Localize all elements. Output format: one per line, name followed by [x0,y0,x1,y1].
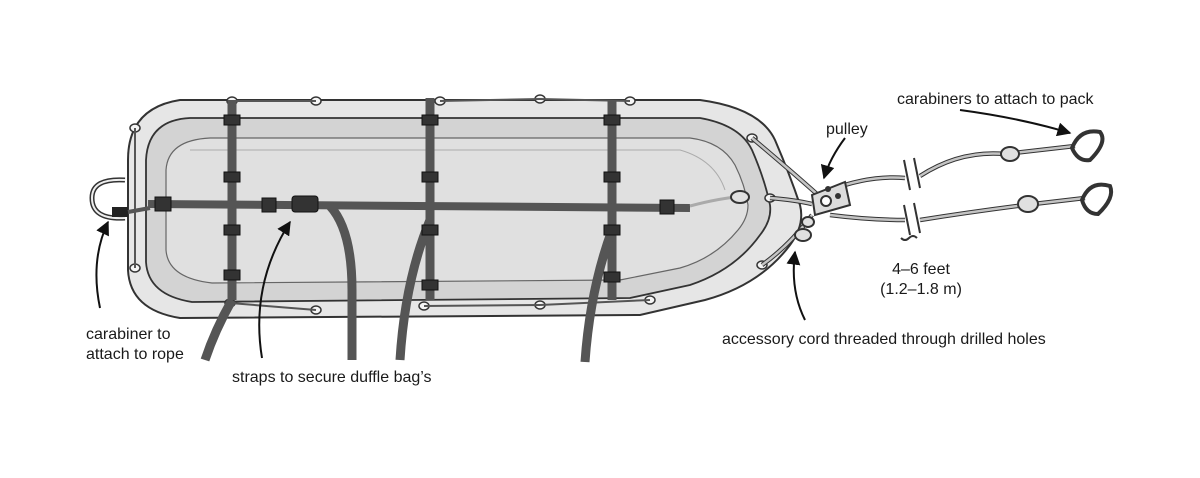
leader-carabiner-rope [95,220,109,309]
strap-right [580,100,621,363]
front-carabiner-icon [89,177,151,221]
strap-horizontal [147,195,691,360]
strap-middle [395,98,439,361]
leader-straps [258,220,291,359]
label-carabiner-rope-line1: carabiner to [86,326,171,343]
leader-accessory-cord [786,250,806,321]
label-carabiners-pack: carabiners to attach to pack [897,91,1094,108]
label-accessory-cord: accessory cord threaded through drilled … [722,331,1046,348]
cord-break-marks [900,157,921,241]
strap-left [200,100,241,362]
leader-carabiners-pack [959,109,1072,137]
label-pulley: pulley [826,121,868,138]
pack-carabiner-top-icon [1069,129,1105,163]
pulley-icon [810,180,852,217]
label-straps: straps to secure duffle bag’s [232,369,432,386]
label-length-meters: (1.2–1.8 m) [880,281,962,298]
leader-lines [95,109,1072,359]
label-carabiner-rope-line2: attach to rope [86,346,184,363]
pack-carabiner-bottom-icon [1079,182,1114,217]
leader-pulley [820,137,846,180]
cord-knots [730,146,1039,242]
label-length-feet: 4–6 feet [892,261,950,278]
